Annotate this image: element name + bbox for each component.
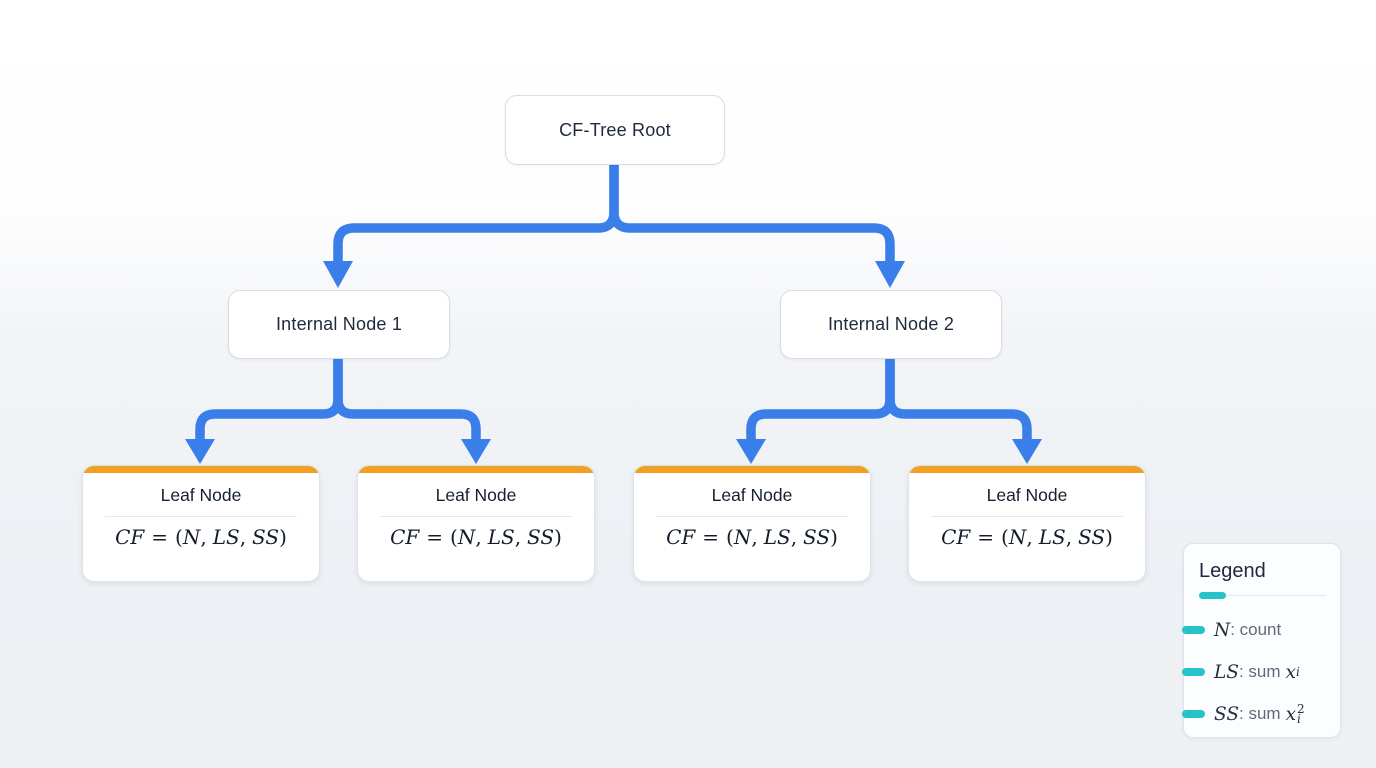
internal-node-2-label: Internal Node 2 bbox=[827, 314, 955, 334]
math-equals: = bbox=[426, 525, 444, 549]
math-comma: , bbox=[475, 525, 482, 549]
math-var: N bbox=[182, 525, 201, 549]
math-paren: ( bbox=[1001, 525, 1009, 549]
leaf-accent-bar bbox=[358, 466, 594, 473]
leaf-accent-bar bbox=[909, 466, 1145, 473]
math-paren: ) bbox=[279, 525, 287, 549]
math-var: N bbox=[457, 525, 476, 549]
math-var: LS bbox=[1038, 525, 1066, 549]
legend-title: Legend bbox=[1199, 560, 1266, 582]
leaf-node-3: Leaf Node CF=(N,LS,SS) bbox=[633, 465, 871, 582]
arrowhead-int1 bbox=[323, 261, 353, 288]
leaf-accent-bar bbox=[634, 466, 870, 473]
leaf-node-title: Leaf Node bbox=[711, 485, 793, 505]
math-equals: = bbox=[977, 525, 995, 549]
int2-branch-left bbox=[746, 357, 895, 440]
leaf-accent-bar bbox=[83, 466, 319, 473]
root-node: CF-Tree Root bbox=[505, 95, 725, 165]
root-branch-left bbox=[333, 163, 619, 262]
divider bbox=[105, 516, 297, 517]
arrowhead-int2 bbox=[875, 261, 905, 288]
math-paren: ( bbox=[450, 525, 458, 549]
math-var: CF bbox=[941, 525, 971, 549]
internal-node-1: Internal Node 1 bbox=[228, 290, 450, 359]
root-branch-right bbox=[609, 163, 895, 262]
arrowhead-leaf2 bbox=[461, 439, 491, 464]
math-var: N bbox=[733, 525, 752, 549]
internal-node-2: Internal Node 2 bbox=[780, 290, 1002, 359]
math-var: N bbox=[1008, 525, 1027, 549]
internal-node-1-label: Internal Node 1 bbox=[275, 314, 403, 334]
int1-branch-right bbox=[333, 357, 481, 440]
math-comma: , bbox=[1065, 525, 1073, 549]
math-comma: , bbox=[1026, 525, 1033, 549]
int1-branch-left bbox=[195, 357, 343, 440]
leaf-node-1: Leaf Node CF=(N,LS,SS) bbox=[82, 465, 320, 582]
math-comma: , bbox=[751, 525, 758, 549]
legend-accent-pill bbox=[1199, 592, 1226, 599]
math-var: SS bbox=[252, 525, 280, 549]
math-paren: ( bbox=[175, 525, 183, 549]
arrowhead-leaf1 bbox=[185, 439, 215, 464]
legend-label: : count bbox=[1230, 620, 1282, 639]
arrowhead-leaf3 bbox=[736, 439, 766, 464]
legend-bullet-icon bbox=[1182, 668, 1205, 676]
root-node-label: CF-Tree Root bbox=[559, 119, 671, 140]
legend-item-n: N : count bbox=[1182, 619, 1326, 641]
cf-formula: CF=(N,LS,SS) bbox=[634, 525, 870, 549]
math-var: LS bbox=[763, 525, 791, 549]
math-equals: = bbox=[151, 525, 169, 549]
math-var: CF bbox=[390, 525, 420, 549]
math-var: SS bbox=[1078, 525, 1106, 549]
math-comma: , bbox=[514, 525, 522, 549]
legend-var: N bbox=[1214, 619, 1231, 641]
math-subscript: i bbox=[1297, 712, 1301, 726]
leaf-node-2: Leaf Node CF=(N,LS,SS) bbox=[357, 465, 595, 582]
math-subscript: i bbox=[1295, 665, 1300, 679]
math-paren: ( bbox=[726, 525, 734, 549]
math-superscript: 2 bbox=[1297, 701, 1305, 716]
math-equals: = bbox=[702, 525, 720, 549]
legend-label: : sum bbox=[1238, 662, 1281, 681]
leaf-node-title: Leaf Node bbox=[986, 485, 1068, 505]
legend-rule-line bbox=[1226, 595, 1326, 596]
cf-formula: CF=(N,LS,SS) bbox=[909, 525, 1145, 549]
math-var: LS bbox=[212, 525, 240, 549]
math-paren: ) bbox=[554, 525, 562, 549]
math-paren: ) bbox=[830, 525, 838, 549]
math-var: x bbox=[1285, 661, 1296, 683]
leaf-node-title: Leaf Node bbox=[435, 485, 517, 505]
legend-label: : sum bbox=[1239, 704, 1281, 723]
divider bbox=[380, 516, 572, 517]
cf-formula: CF=(N,LS,SS) bbox=[358, 525, 594, 549]
math-var: SS bbox=[527, 525, 555, 549]
math-paren: ) bbox=[1105, 525, 1113, 549]
math-var: SS bbox=[803, 525, 831, 549]
math-var: x bbox=[1285, 703, 1297, 725]
legend-bullet-icon bbox=[1182, 626, 1205, 634]
int2-branch-right bbox=[885, 357, 1032, 440]
math-comma: , bbox=[200, 525, 207, 549]
divider bbox=[931, 516, 1123, 517]
leaf-node-title: Leaf Node bbox=[160, 485, 242, 505]
legend-bullet-icon bbox=[1182, 710, 1205, 718]
divider bbox=[656, 516, 848, 517]
math-var: LS bbox=[487, 525, 515, 549]
math-var: CF bbox=[666, 525, 696, 549]
math-var: CF bbox=[115, 525, 145, 549]
leaf-node-4: Leaf Node CF=(N,LS,SS) bbox=[908, 465, 1146, 582]
arrowhead-leaf4 bbox=[1012, 439, 1042, 464]
legend-title-rule bbox=[1199, 592, 1326, 599]
math-comma: , bbox=[790, 525, 798, 549]
cf-formula: CF=(N,LS,SS) bbox=[83, 525, 319, 549]
legend-var: SS bbox=[1214, 703, 1240, 725]
math-comma: , bbox=[239, 525, 247, 549]
legend-var: LS bbox=[1214, 661, 1239, 683]
